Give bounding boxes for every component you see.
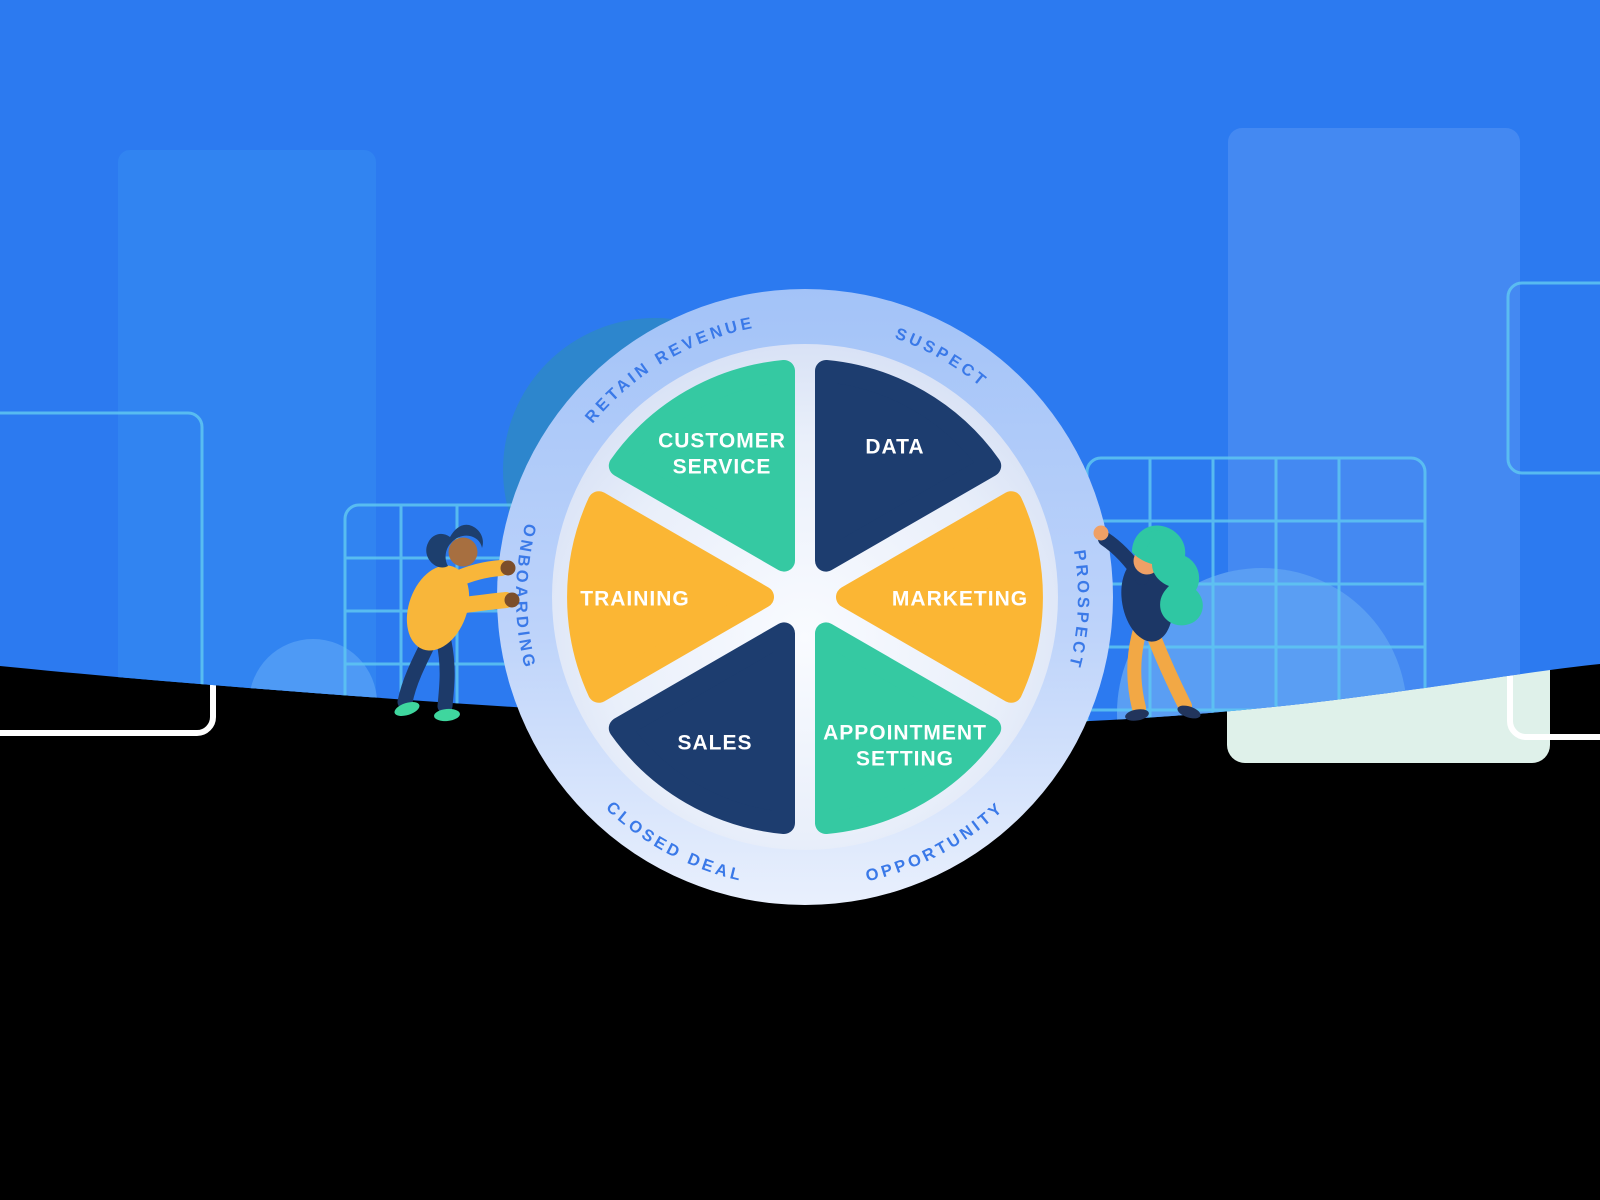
segment-data	[815, 360, 1002, 572]
wheel-segments	[567, 360, 1043, 834]
person-left-head	[448, 537, 478, 567]
grid-far-right	[1506, 281, 1600, 475]
grid-far-left	[0, 411, 204, 725]
person-left-front-shoe	[434, 708, 460, 722]
label-customer-service-line1: CUSTOMER	[658, 430, 786, 453]
person-left-hair	[426, 524, 483, 568]
label-data: DATA	[865, 436, 924, 459]
person-left-back-shoe	[394, 702, 420, 716]
label-sales: SALES	[677, 732, 752, 755]
segment-training	[567, 491, 774, 703]
segment-appointment-setting	[815, 622, 1002, 834]
person-left-front-leg	[436, 634, 455, 714]
person-right	[1093, 525, 1203, 721]
lifecycle-wheel: CUSTOMER SERVICE DATA MARKETING APPOINTM…	[497, 289, 1113, 905]
label-appointment-setting-line1: APPOINTMENT	[823, 722, 987, 745]
person-right-left-leg	[1127, 623, 1147, 715]
stage-onboarding: ONBOARDING	[512, 522, 539, 672]
ground-outline-right	[1507, 617, 1600, 740]
segment-sales	[608, 622, 795, 834]
person-right-left-shoe	[1125, 709, 1149, 721]
person-right-hair	[1132, 525, 1203, 626]
segment-marketing	[836, 491, 1043, 703]
person-right-right-shoe	[1177, 705, 1201, 719]
person-right-arm	[1098, 532, 1149, 585]
person-left-lower-hand	[504, 592, 520, 608]
person-right-hand	[1093, 525, 1109, 541]
label-customer-service-line2: SERVICE	[673, 456, 772, 479]
label-training: TRAINING	[580, 588, 690, 611]
building-left	[118, 150, 376, 710]
label-appointment-setting-line2: SETTING	[856, 748, 954, 771]
segment-customer-service	[608, 360, 795, 572]
person-left	[394, 524, 520, 722]
person-left-upper-arm	[447, 560, 509, 588]
person-left-upper-hand	[500, 560, 516, 576]
person-left-lower-arm	[444, 592, 514, 615]
label-marketing: MARKETING	[892, 588, 1028, 611]
person-right-hair-strand	[1136, 530, 1161, 555]
segment-labels: CUSTOMER SERVICE DATA MARKETING APPOINTM…	[580, 430, 1028, 771]
